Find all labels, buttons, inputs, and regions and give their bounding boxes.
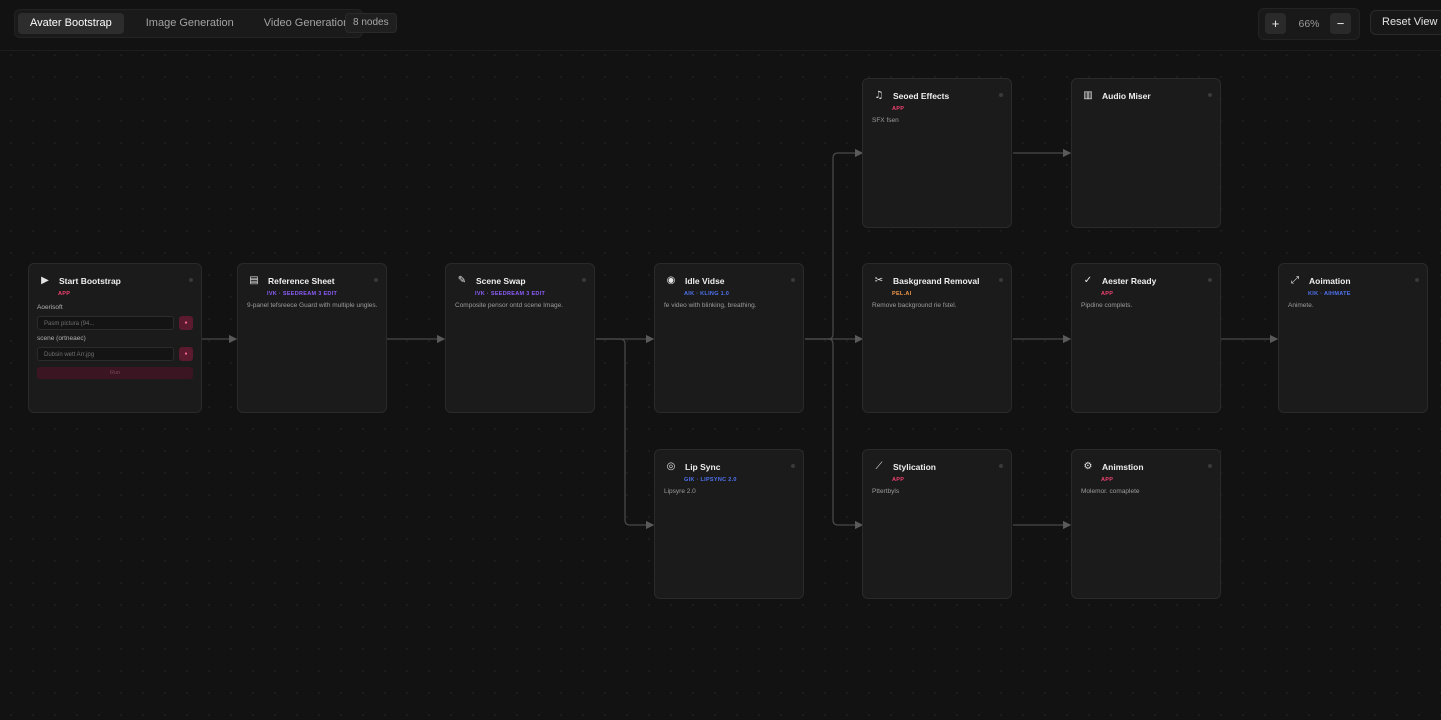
brush-icon: ✎ <box>457 275 467 286</box>
node-menu-icon[interactable] <box>1208 278 1212 282</box>
tab-avatar-bootstrap[interactable]: Avater Bootstrap <box>18 13 124 34</box>
node-reference-sheet[interactable]: ▤ Reference Sheet IVK · SEEDREAM 3 EDIT 9… <box>237 263 387 413</box>
workflow-tabs: Avater Bootstrap Image Generation Video … <box>14 9 364 38</box>
node-description: 9-panel tefsreece Guard with multiple un… <box>247 302 378 309</box>
play-icon: ▶ <box>41 275 49 286</box>
expand-icon: ⤢ <box>1291 275 1299 286</box>
node-description: Molemor. comaplete <box>1081 488 1140 495</box>
lips-icon: ◎ <box>666 461 676 472</box>
zoom-out-button[interactable]: − <box>1330 13 1351 34</box>
node-badge: IVK · SEEDREAM 3 EDIT <box>267 291 338 297</box>
node-badge: APP <box>892 106 905 112</box>
tab-image-generation[interactable]: Image Generation <box>145 17 234 29</box>
music-icon: ♫ <box>874 90 884 101</box>
node-menu-icon[interactable] <box>791 464 795 468</box>
node-menu-icon[interactable] <box>999 278 1003 282</box>
node-description: Composite pensor ontd scene Image. <box>455 302 564 309</box>
edge-scene-lipsync <box>596 338 655 530</box>
node-description: SFX fsen <box>872 117 899 124</box>
field-label: scene (ortneaec) <box>37 335 86 342</box>
node-description: fe video with blinking, breathing. <box>664 302 757 309</box>
node-title: Aester Ready <box>1102 276 1157 286</box>
image-icon: ▤ <box>249 275 259 286</box>
node-badge: KIK · AIHMATE <box>1308 291 1351 297</box>
wand-icon: ⟋ <box>875 461 883 472</box>
scene-input[interactable]: Dubsin wett Arr.jpg <box>37 347 174 361</box>
reset-view-button[interactable]: Reset View <box>1370 10 1441 35</box>
node-scene-swap[interactable]: ✎ Scene Swap IVK · SEEDREAM 3 EDIT Compos… <box>445 263 595 413</box>
node-avatar-ready[interactable]: ✓ Aester Ready APP Pipdine complets. <box>1071 263 1221 413</box>
node-menu-icon[interactable] <box>1208 93 1212 97</box>
upload-button[interactable]: ● <box>179 347 193 361</box>
node-badge: APP <box>1101 291 1114 297</box>
node-description: Remove background rie fstel. <box>872 302 957 309</box>
run-button[interactable]: Run <box>37 367 193 379</box>
node-animstion[interactable]: ⚙ Animstion APP Molemor. comaplete <box>1071 449 1221 599</box>
node-audio-mixer[interactable]: ▥ Audio Miser <box>1071 78 1221 228</box>
node-title: Audio Miser <box>1102 91 1151 101</box>
node-title: Start Bootstrap <box>59 276 121 286</box>
image-input[interactable]: Pasm pictura (94... <box>37 316 174 330</box>
scissors-icon: ✂ <box>874 275 884 286</box>
node-badge: GIK · LIPSYNC 2.0 <box>684 477 737 483</box>
node-menu-icon[interactable] <box>1415 278 1419 282</box>
node-menu-icon[interactable] <box>1208 464 1212 468</box>
field-label: Aoerisoft <box>37 304 63 311</box>
node-animation[interactable]: ⤢ Aoimation KIK · AIHMATE Animete. <box>1278 263 1428 413</box>
video-icon: ◉ <box>666 275 676 286</box>
check-icon: ✓ <box>1083 275 1093 286</box>
node-title: Animstion <box>1102 462 1144 472</box>
node-title: Stylication <box>893 462 936 472</box>
node-badge: IVK · SEEDREAM 3 EDIT <box>475 291 546 297</box>
node-title: Seoed Effects <box>893 91 950 101</box>
zoom-level: 66% <box>1298 18 1320 30</box>
node-idle-video[interactable]: ◉ Idle Vidse AIK · KLING 1.0 fe video wit… <box>654 263 804 413</box>
upload-button[interactable]: ● <box>179 316 193 330</box>
zoom-controls: + 66% − <box>1258 8 1360 40</box>
node-background-removal[interactable]: ✂ Baskgreand Removal PEL.AI Remove backgr… <box>862 263 1012 413</box>
node-menu-icon[interactable] <box>791 278 795 282</box>
node-menu-icon[interactable] <box>999 93 1003 97</box>
node-menu-icon[interactable] <box>374 278 378 282</box>
node-badge: APP <box>1101 477 1114 483</box>
node-lip-sync[interactable]: ◎ Lip Sync GIK · LIPSYNC 2.0 Lipsyre 2.0 <box>654 449 804 599</box>
node-title: Aoimation <box>1309 276 1351 286</box>
node-description: Pttertbyls <box>872 488 900 495</box>
node-description: Pipdine complets. <box>1081 302 1133 309</box>
node-title: Lip Sync <box>685 462 721 472</box>
node-badge: PEL.AI <box>892 291 912 297</box>
tab-video-generation[interactable]: Video Generation <box>263 17 350 29</box>
top-bar: Avater Bootstrap Image Generation Video … <box>0 0 1441 51</box>
zoom-in-button[interactable]: + <box>1265 13 1286 34</box>
node-badge: AIK · KLING 1.0 <box>684 291 730 297</box>
node-menu-icon[interactable] <box>582 278 586 282</box>
node-title: Scene Swap <box>476 276 526 286</box>
node-menu-icon[interactable] <box>189 278 193 282</box>
node-badge: APP <box>58 291 71 297</box>
node-description: Animete. <box>1288 302 1314 309</box>
mixer-icon: ▥ <box>1083 90 1093 101</box>
edge-idle-sound <box>805 148 864 340</box>
gear-icon: ⚙ <box>1083 461 1093 472</box>
node-title: Reference Sheet <box>268 276 335 286</box>
node-count-badge: 8 nodes <box>345 13 397 33</box>
node-stylization[interactable]: ⟋ Stylication APP Pttertbyls <box>862 449 1012 599</box>
node-title: Baskgreand Removal <box>893 276 980 286</box>
node-title: Idle Vidse <box>685 276 725 286</box>
edge-idle-stylization <box>805 338 864 530</box>
node-menu-icon[interactable] <box>999 464 1003 468</box>
node-badge: APP <box>892 477 905 483</box>
node-start-bootstrap[interactable]: ▶ Start Bootstrap APP Aoerisoft Pasm pict… <box>28 263 202 413</box>
node-sound-effects[interactable]: ♫ Seoed Effects APP SFX fsen <box>862 78 1012 228</box>
node-description: Lipsyre 2.0 <box>664 488 696 495</box>
